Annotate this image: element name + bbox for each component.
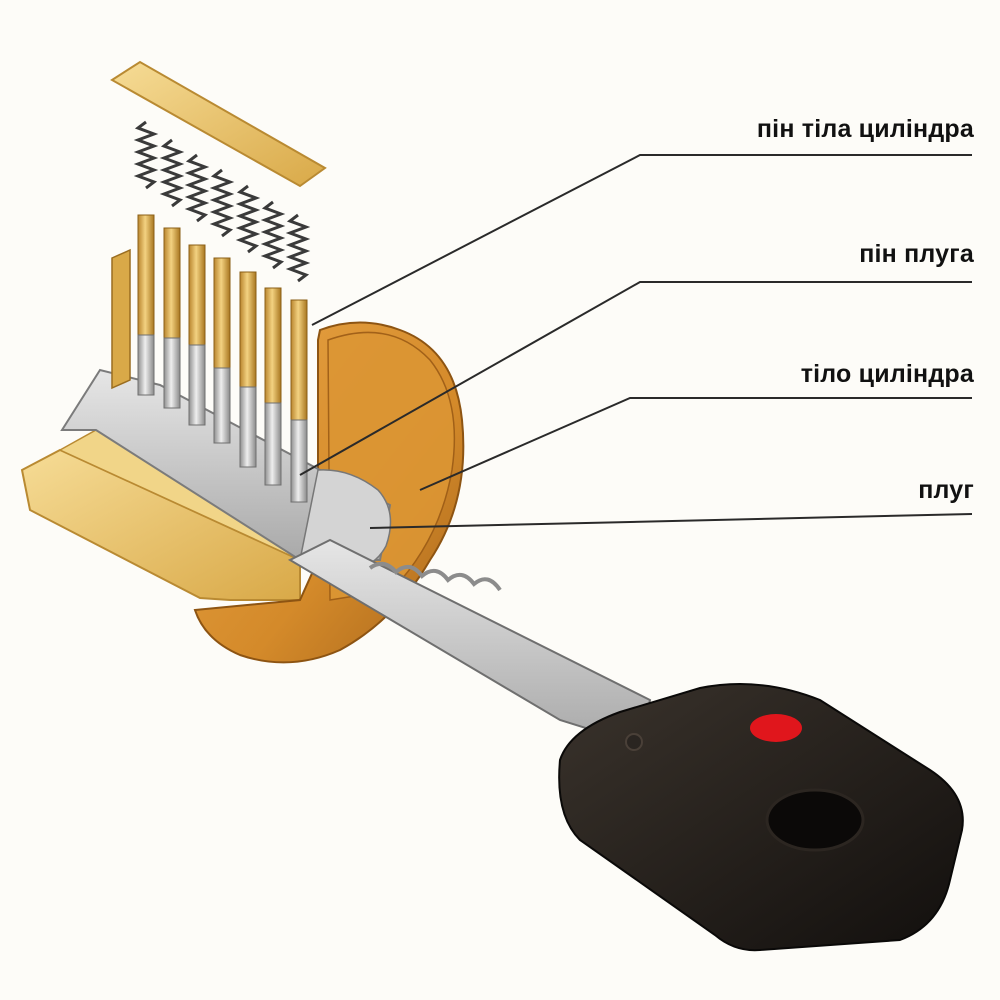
spring-icon [260,200,286,270]
label-cylinder-body: тіло циліндра [800,360,974,388]
leader-line-plug [369,513,973,529]
leader-lines [299,154,973,529]
pin-icon [188,344,206,426]
leader-line-cylinder-body [419,397,972,491]
pin-icon [290,419,308,503]
key-head-hole [765,788,865,852]
label-plug-pin: пін плуга [859,240,974,268]
pin-icon [188,244,206,346]
pin-housing-wall [111,248,131,390]
leader-line-pin-plug [299,281,972,476]
spring-icon [209,168,235,238]
spring-icon [159,138,185,208]
spring-icon [133,120,159,190]
leader-line-pin-body [311,154,972,326]
pin-icon [239,386,257,468]
red-indicator-dot [750,714,802,742]
pin-icon [163,337,181,409]
pin-icon [213,257,231,369]
pin-icon [213,367,231,444]
spring-icon [184,153,210,223]
pin-stacks [137,214,308,503]
label-cylinder-body-pin: пін тіла циліндра [756,115,974,143]
pin-icon [137,214,155,336]
label-plug: плуг [918,476,974,504]
springs [133,120,311,283]
pin-icon [290,299,308,421]
spring-icon [235,184,261,254]
spring-icon [285,213,311,283]
pin-icon [264,402,282,486]
pin-icon [137,334,155,396]
pin-icon [264,287,282,404]
top-cover-plate [110,60,327,188]
pin-icon [239,271,257,388]
key-head [558,683,964,952]
pin-icon [163,227,181,339]
key-blade-cuts [368,561,502,592]
key-head-rivet [625,733,643,751]
